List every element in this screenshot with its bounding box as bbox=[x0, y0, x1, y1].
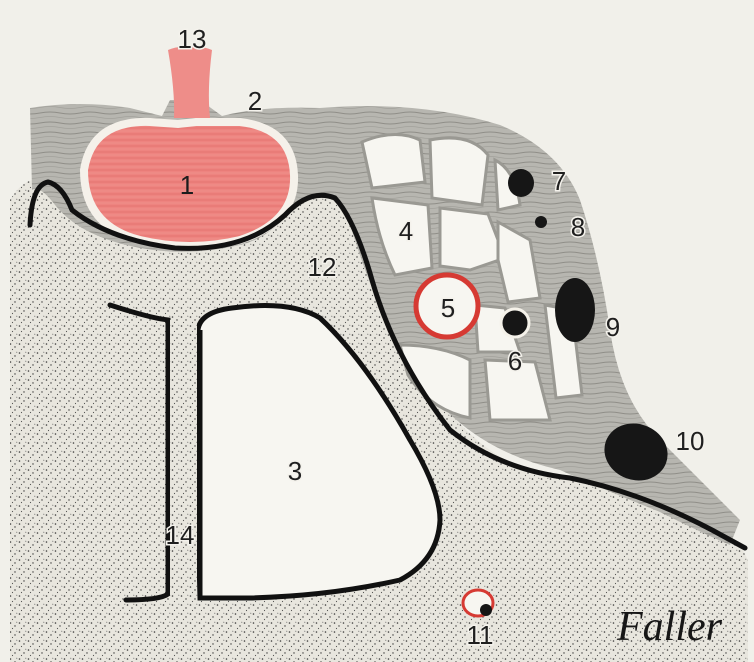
label-8: 8 bbox=[571, 212, 585, 242]
label-3: 3 bbox=[288, 456, 302, 486]
structure-7-dark-vessel bbox=[508, 169, 534, 197]
label-4: 4 bbox=[399, 216, 413, 246]
label-2: 2 bbox=[248, 86, 262, 116]
label-13: 13 bbox=[178, 24, 207, 54]
label-1: 1 bbox=[180, 170, 194, 200]
author-credit: Faller bbox=[616, 604, 723, 650]
septum-inner bbox=[170, 320, 197, 596]
label-12: 12 bbox=[308, 252, 337, 282]
label-9: 9 bbox=[606, 312, 620, 342]
label-7: 7 bbox=[552, 166, 566, 196]
structure-6-dark-vessel bbox=[501, 309, 529, 337]
structure-13-stalk bbox=[168, 47, 212, 118]
structure-9-dark-vessel bbox=[555, 278, 595, 342]
label-14: 14 bbox=[166, 520, 195, 550]
structure-11-dark-dot bbox=[480, 604, 492, 616]
structure-8-dark-vessel bbox=[535, 216, 547, 228]
label-10: 10 bbox=[676, 426, 705, 456]
label-6: 6 bbox=[508, 346, 522, 376]
label-11: 11 bbox=[467, 620, 494, 650]
label-5: 5 bbox=[441, 293, 455, 323]
